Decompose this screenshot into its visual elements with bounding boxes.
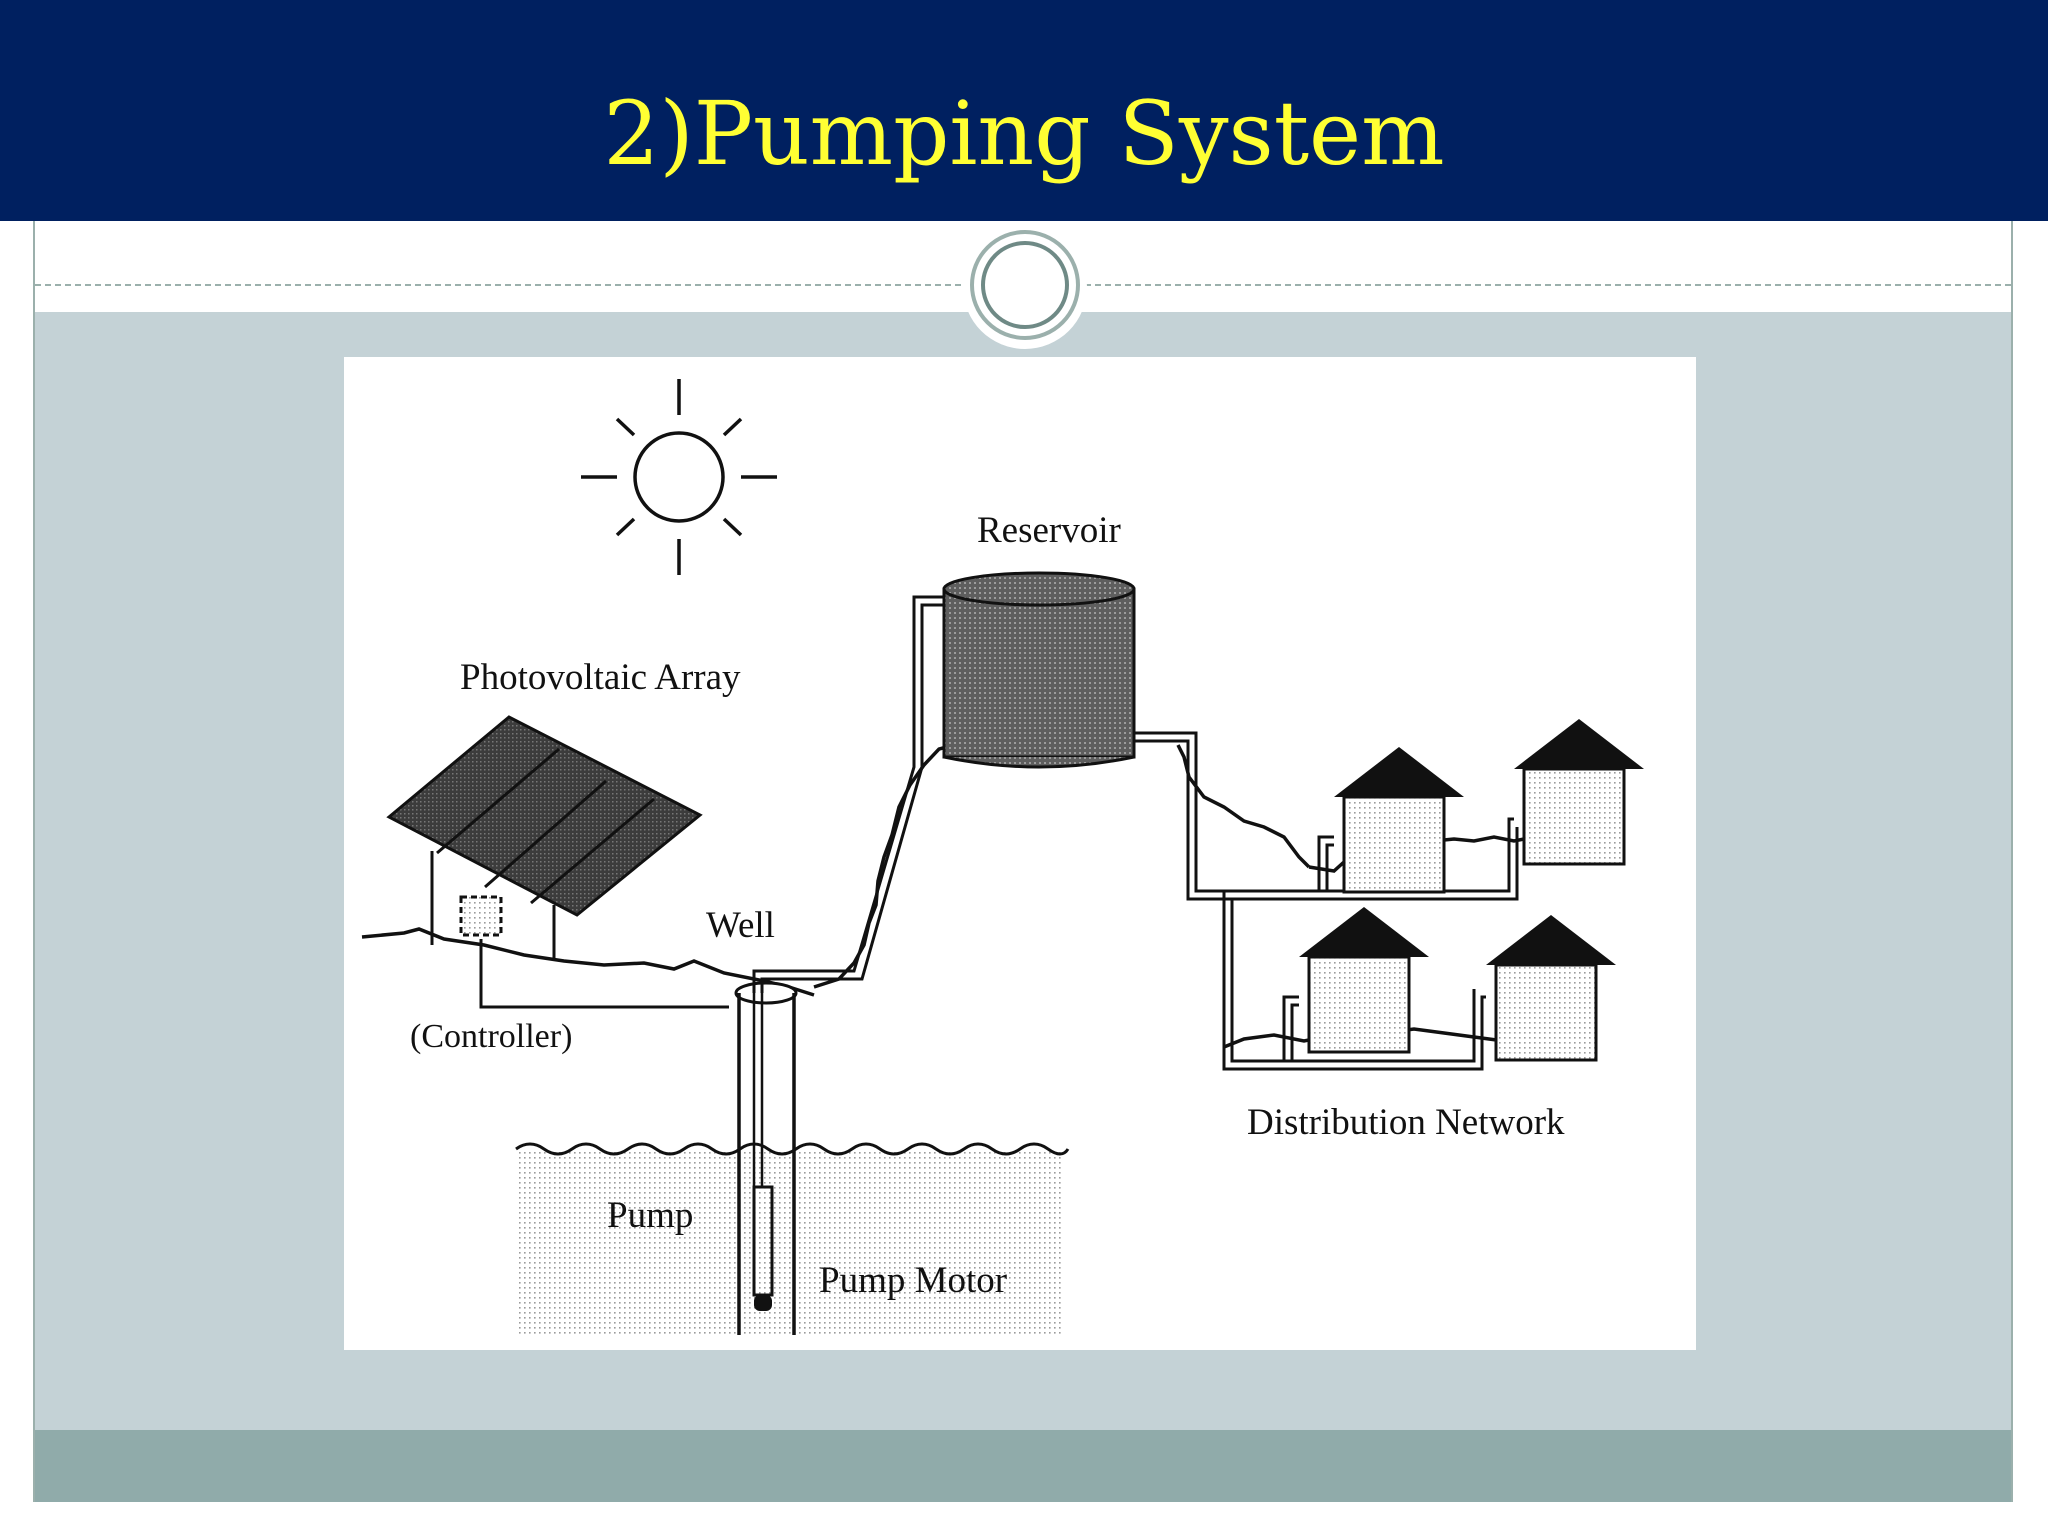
ground-line-left [361,927,815,997]
house-icon [1514,719,1644,866]
reservoir-tank-icon [942,571,1136,769]
slide-title: 2)Pumping System [603,82,1445,185]
well-icon [734,981,798,1335]
label-controller: (Controller) [410,1018,572,1055]
controller-box [459,895,729,1009]
slide-header [0,0,2048,221]
house-icon [1334,747,1464,894]
label-well: Well [706,905,775,946]
decorative-circle-inner [981,241,1069,329]
pumping-system-diagram: Reservoir Photovoltaic Array Well (Contr… [344,357,1696,1350]
content-frame [33,221,2013,1502]
house-icon [1299,907,1429,1054]
label-photovoltaic-array: Photovoltaic Array [460,657,741,698]
label-reservoir: Reservoir [977,510,1121,551]
label-distribution-network: Distribution Network [1247,1102,1565,1143]
groundwater-area [515,1142,1070,1334]
label-pump-motor: Pump Motor [819,1260,1007,1301]
hill-line-right [1176,744,1311,869]
house-icon [1486,915,1616,1062]
label-pump: Pump [607,1195,693,1236]
sun-icon [581,379,777,575]
footer-bar [35,1430,2011,1502]
delivery-pipe [752,595,944,993]
photovoltaic-array-icon [386,715,703,961]
